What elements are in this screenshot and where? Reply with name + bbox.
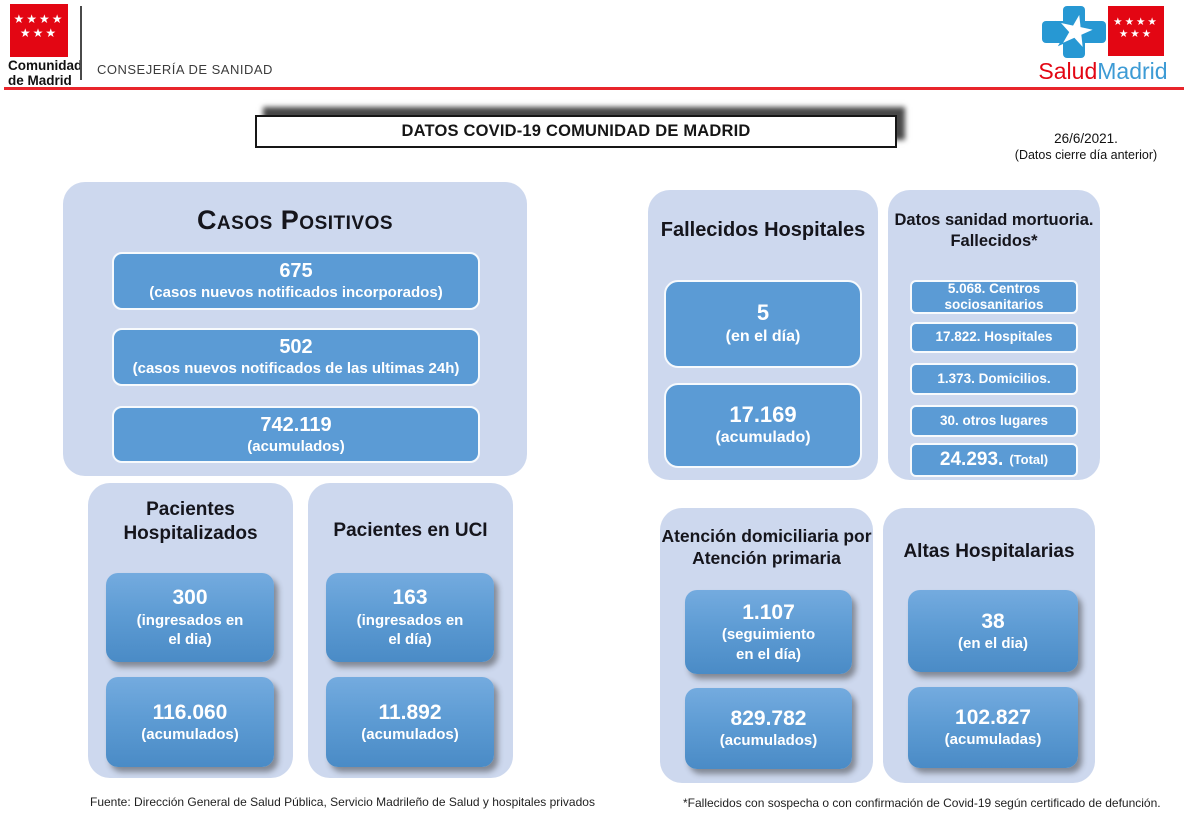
stat-box-uci-dia: 163 (ingresados en el día) [326,573,494,662]
stat-value: 675 [279,260,313,283]
stat-value: 502 [279,336,313,359]
card-fallecidos-hospitales: Fallecidos Hospitales 5 (en el día) 17.1… [648,190,878,480]
card-title-pacientes-hospitalizados: Pacientes Hospitalizados [123,499,258,544]
card-pacientes-hospitalizados: Pacientes Hospitalizados 300 (ingresados… [88,483,293,778]
stat-value: 1.107 [742,600,795,624]
brand-name-line2: de Madrid [8,72,72,88]
salud-madrid-cross-icon: ★ ★ [1042,0,1106,65]
stat-label: (en el día) [725,327,801,345]
stat-box-hosp-acumulados: 116.060 (acumulados) [106,677,274,767]
stat-label: (casos nuevos notificados incorporados) [149,284,443,302]
brand-name-line1: Comunidad [8,58,83,73]
stat-value: 829.782 [730,707,807,731]
stat-value: 5 [756,300,770,326]
source-footnote: Fuente: Dirección General de Salud Públi… [90,795,595,809]
stat-label: (en el dia) [957,634,1028,652]
stat-label: (acumulados) [247,437,345,455]
flag-stars-row: ★★★ [19,25,59,40]
report-date-block: 26/6/2021. (Datos cierre día anterior) [998,131,1174,162]
stat-label: (ingresados en el día) [356,611,464,649]
stat-value: 742.119 [260,413,332,436]
definition-footnote: *Fallecidos con sospecha o con confirmac… [683,796,1161,810]
report-date-note: (Datos cierre día anterior) [1014,148,1158,162]
stat-value: 163 [392,586,428,610]
flag-stars-row: ★★★★ [1113,16,1159,28]
salud-word: Salud [1038,58,1098,84]
report-date: 26/6/2021. [1054,131,1118,146]
card-altas-hospitalarias: Altas Hospitalarias 38 (en el dia) 102.8… [883,508,1095,783]
stat-box-atencion-acumulados: 829.782 (acumulados) [685,688,852,769]
card-title-altas-hospitalarias: Altas Hospitalarias [903,541,1075,562]
card-pacientes-uci: Pacientes en UCI 163 (ingresados en el d… [308,483,513,778]
madrid-flag-icon: ★★★★ ★★★ [1108,6,1164,56]
community-brand-name: Comunidad de Madrid [8,58,83,88]
stat-label: (acumulado) [715,429,811,447]
stat-value: 116.060 [152,700,228,724]
stat-box-casos-incorporados: 675 (casos nuevos notificados incorporad… [112,252,480,310]
stat-box-casos-acumulados: 742.119 (acumulados) [112,406,480,463]
salud-madrid-wordmark: SaludMadrid [1036,58,1170,85]
flag-stars-row: ★★★ [1118,28,1154,41]
total-value: 24.293. [939,448,1004,470]
header-rule [4,87,1184,90]
card-title-pacientes-uci: Pacientes en UCI [333,520,488,541]
header-divider [80,6,82,80]
stat-value: 300 [172,586,208,610]
stat-label: (acumulados) [719,732,818,750]
page-title-text: DATOS COVID-19 COMUNIDAD DE MADRID [401,122,751,140]
stat-label: (acumulados) [141,725,239,743]
stat-value: 38 [981,609,1005,633]
stat-label: (acumulados) [361,725,459,743]
card-sanidad-mortuoria: Datos sanidad mortuoria. Fallecidos* 5.0… [888,190,1100,480]
mortuoria-row-total: 24.293. (Total) [910,443,1078,477]
stat-value: 102.827 [955,706,1031,730]
stat-label: (casos nuevos notificados de las ultimas… [132,360,460,378]
department-name: CONSEJERÍA DE SANIDAD [97,62,273,77]
card-atencion-domiciliaria: Atención domiciliaria por Atención prima… [660,508,873,783]
stat-label: (acumuladas) [944,731,1042,749]
madrid-word: Madrid [1097,58,1168,84]
stat-label: (ingresados en el dia) [136,611,244,649]
stat-box-atencion-dia: 1.107 (seguimiento en el día) [685,590,852,674]
stat-box-fallecidos-dia: 5 (en el día) [664,280,862,368]
comunidad-madrid-flag-icon: ★★★★ ★★★ [10,4,68,57]
card-title-atencion-domiciliaria: Atención domiciliaria por Atención prima… [661,526,872,568]
card-title-fallecidos-hospitales: Fallecidos Hospitales [660,219,866,241]
page-title: DATOS COVID-19 COMUNIDAD DE MADRID [255,115,897,148]
card-title-casos-positivos: Casos Positivos [196,205,394,235]
mortuoria-row-otros: 30. otros lugares [910,405,1078,437]
mortuoria-row-centros: 5.068. Centros sociosanitarios [910,280,1078,314]
stat-label: (seguimiento en el día) [721,626,816,663]
cross-horizontal-bar [1042,21,1106,43]
total-label: (Total) [1009,452,1049,468]
stat-box-casos-24h: 502 (casos nuevos notificados de las ult… [112,328,480,386]
stat-box-hosp-dia: 300 (ingresados en el dia) [106,573,274,662]
stat-value: 17.169 [729,401,797,427]
stat-value: 11.892 [378,700,442,724]
stat-box-uci-acumulados: 11.892 (acumulados) [326,677,494,767]
stat-box-altas-acumuladas: 102.827 (acumuladas) [908,687,1078,768]
flag-stars-row: ★★★★ [13,12,65,26]
mortuoria-row-hospitales: 17.822. Hospitales [910,322,1078,353]
card-casos-positivos: Casos Positivos 675 (casos nuevos notifi… [63,182,527,476]
card-title-sanidad-mortuoria: Datos sanidad mortuoria. Fallecidos* [894,211,1094,250]
mortuoria-row-domicilios: 1.373. Domicilios. [910,363,1078,395]
stat-box-fallecidos-acumulado: 17.169 (acumulado) [664,383,862,468]
stat-box-altas-dia: 38 (en el dia) [908,590,1078,672]
